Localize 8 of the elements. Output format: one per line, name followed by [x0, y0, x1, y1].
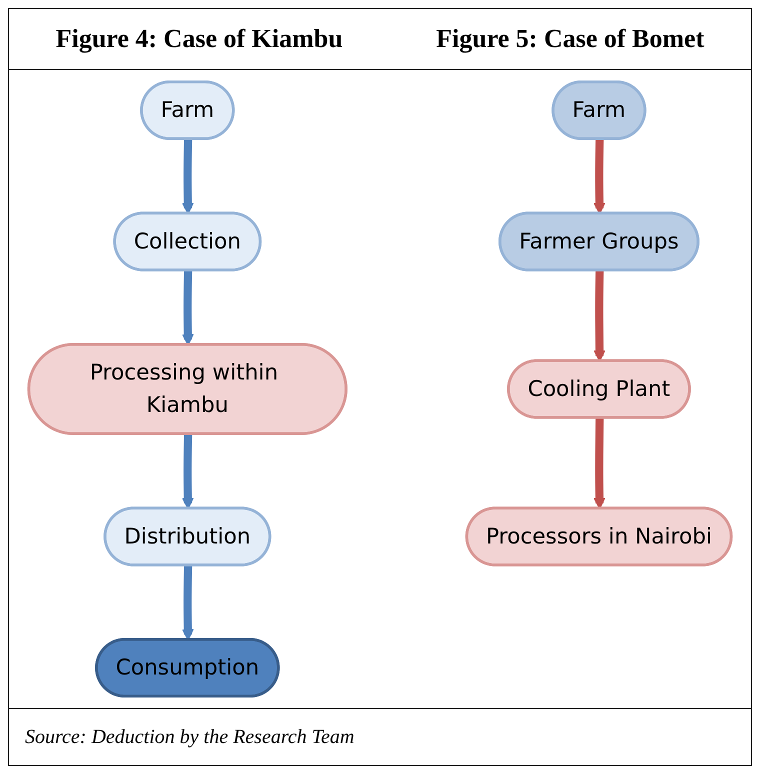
arrow — [594, 418, 606, 510]
arrow — [594, 270, 606, 362]
arrow — [182, 139, 194, 214]
arrow — [594, 139, 606, 214]
figure-heading: Figure 5: Case of Bomet — [436, 24, 704, 54]
figure-heading: Figure 4: Case of Kiambu — [56, 24, 343, 54]
source-caption: Source: Deduction by the Research Team — [25, 726, 354, 748]
arrow — [182, 434, 194, 510]
